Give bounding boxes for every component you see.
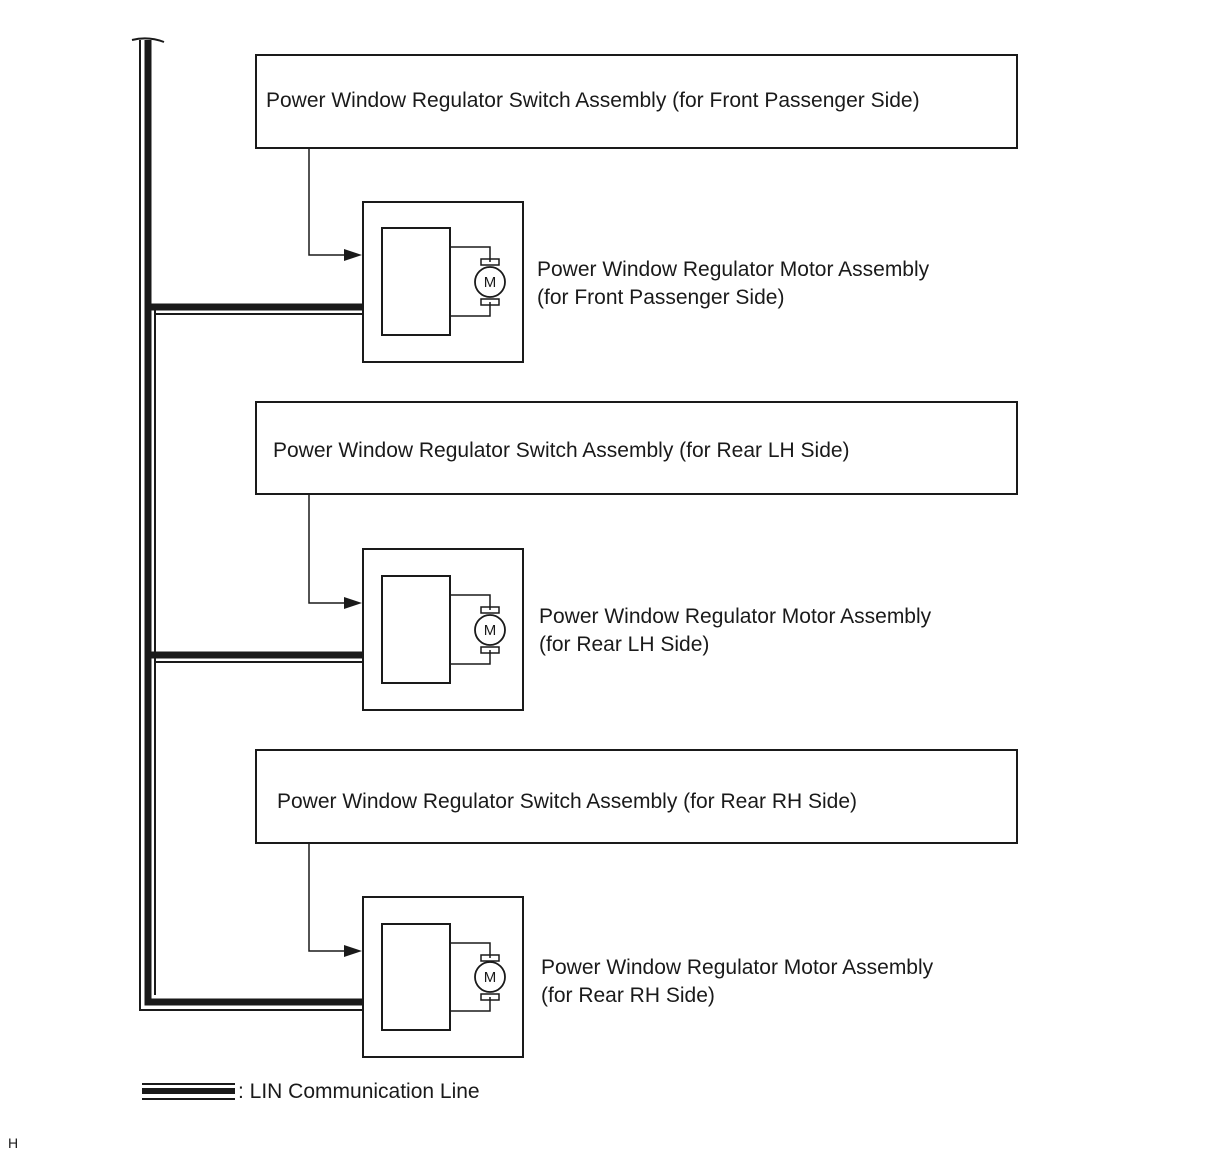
switch-assembly-rear-lh: Power Window Regulator Switch Assembly (… (255, 401, 1018, 495)
motor-ecu-block (381, 575, 451, 684)
switch-label: Power Window Regulator Switch Assembly (… (277, 790, 857, 813)
switch-signal-lines (308, 148, 346, 952)
motor-symbol: M (484, 622, 497, 639)
legend: : LIN Communication Line (142, 1080, 480, 1103)
motor-label-line2: (for Rear LH Side) (539, 633, 709, 656)
motor-icon (474, 614, 506, 646)
motor-brush-bottom (480, 298, 500, 306)
motor-label-line1: Power Window Regulator Motor Assembly (539, 605, 932, 628)
motor-brush-top (480, 954, 500, 962)
corner-mark: H (8, 1135, 18, 1151)
motor-brush-bottom (480, 993, 500, 1001)
motor-symbol: M (484, 969, 497, 986)
motor-label-line2: (for Rear RH Side) (541, 984, 715, 1007)
signal-line-2 (308, 494, 346, 604)
motor-wire-bottom (450, 650, 491, 665)
signal-line-1 (308, 148, 346, 256)
motor-icon (474, 266, 506, 298)
switch-label: Power Window Regulator Switch Assembly (… (266, 89, 920, 112)
arrowhead-2 (344, 597, 362, 609)
motor-assembly-rear-lh (362, 548, 524, 711)
motor-brush-bottom (480, 646, 500, 654)
motor-brush-top (480, 606, 500, 614)
lin-bus-outer (139, 40, 362, 1011)
motor-icon (474, 961, 506, 993)
motor-symbol: M (484, 274, 497, 291)
motor-label-line2: (for Front Passenger Side) (537, 286, 784, 309)
arrowhead-3 (344, 945, 362, 957)
motor-assembly-rear-rh (362, 896, 524, 1058)
legend-label: : LIN Communication Line (238, 1080, 480, 1103)
motor-assembly-front-passenger (362, 201, 524, 363)
lin-bus-break-mark (131, 37, 165, 43)
motor-wire-bottom (450, 302, 491, 317)
switch-assembly-front-passenger: Power Window Regulator Switch Assembly (… (255, 54, 1018, 149)
motor-wire-bottom (450, 997, 491, 1012)
motor-wire-top (450, 942, 491, 958)
legend-lin-line-symbol (142, 1083, 235, 1100)
motor-label-line1: Power Window Regulator Motor Assembly (541, 956, 934, 979)
arrowhead-1 (344, 249, 362, 261)
motor-assembly-outer (362, 896, 524, 1058)
motor-assembly-outer (362, 548, 524, 711)
signal-arrowheads (344, 249, 362, 957)
motor-assembly-outer (362, 201, 524, 363)
motor-wire-top (450, 594, 491, 610)
motor-ecu-block (381, 227, 451, 336)
lin-bus-inner (144, 40, 362, 1006)
motor-ecu-block (381, 923, 451, 1031)
switch-label: Power Window Regulator Switch Assembly (… (273, 439, 850, 462)
motor-label-line1: Power Window Regulator Motor Assembly (537, 258, 930, 281)
switch-assembly-rear-rh: Power Window Regulator Switch Assembly (… (255, 749, 1018, 844)
motor-wire-top (450, 246, 491, 262)
signal-line-3 (308, 843, 346, 952)
motor-brush-top (480, 258, 500, 266)
lin-bus (131, 37, 362, 1011)
